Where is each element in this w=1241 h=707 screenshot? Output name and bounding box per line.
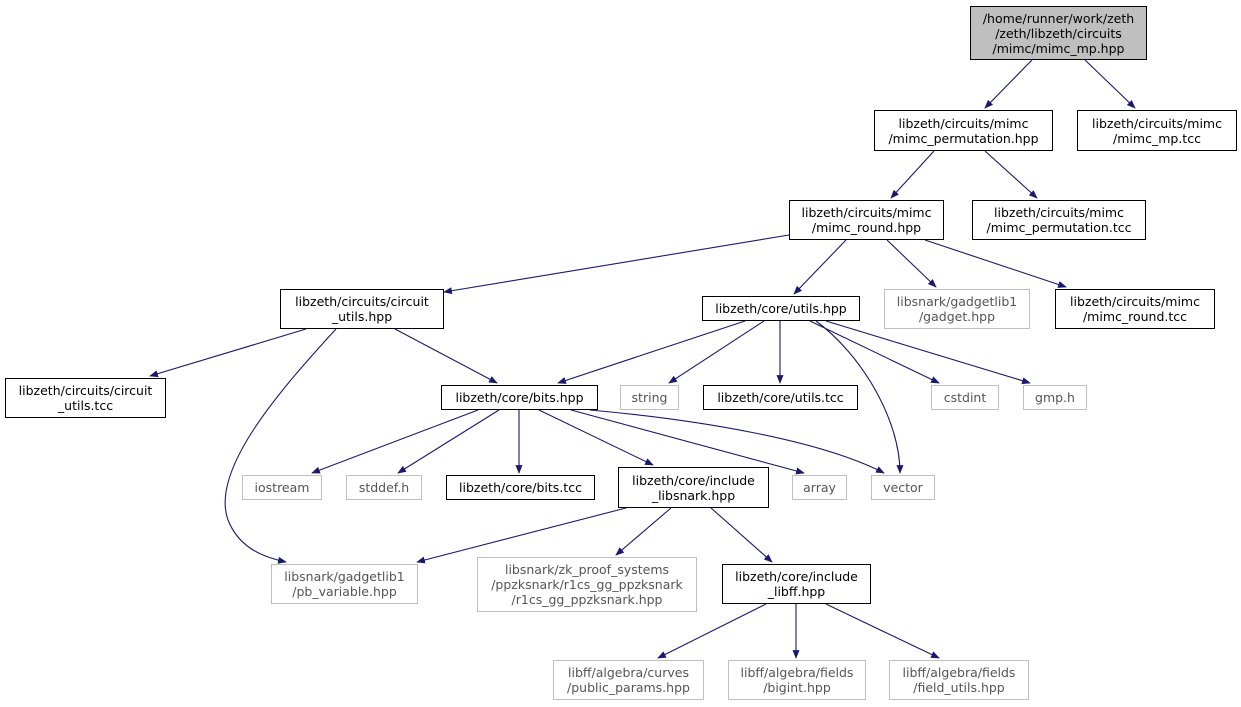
node-label-line: libff/algebra/fields: [902, 665, 1016, 680]
node-label-line: /mimc_round.tcc: [1082, 309, 1188, 324]
node-mimc-mp-hpp[interactable]: /home/runner/work/zeth/zeth/libzeth/circ…: [970, 6, 1147, 60]
node-label-line: libzeth/circuits/circuit: [18, 383, 153, 398]
node-circuit-utils-hpp[interactable]: libzeth/circuits/circuit_utils.hpp: [280, 289, 444, 329]
node-include-libsnark-hpp[interactable]: libzeth/core/include_libsnark.hpp: [618, 467, 769, 508]
node-public-params-hpp: libff/algebra/curves/public_params.hpp: [553, 660, 704, 700]
node-iostream: iostream: [242, 475, 322, 500]
node-label-line: /mimc_permutation.hpp: [888, 130, 1039, 146]
node-label-line: libzeth/core/include: [735, 569, 858, 584]
node-cstdint: cstdint: [931, 385, 999, 410]
node-gadget-hpp: libsnark/gadgetlib1/gadget.hpp: [884, 289, 1030, 329]
node-label-line: _utils.tcc: [57, 398, 114, 413]
node-mimc-permutation-hpp[interactable]: libzeth/circuits/mimc/mimc_permutation.h…: [874, 110, 1053, 151]
edge-circuit-utils-hpp-to-bits-hpp: [394, 328, 498, 384]
node-label-line: libff/algebra/curves: [568, 665, 689, 680]
node-label-line: libzeth/core/utils.tcc: [717, 390, 844, 405]
node-core-utils-hpp[interactable]: libzeth/core/utils.hpp: [702, 296, 860, 321]
node-circuit-utils-tcc[interactable]: libzeth/circuits/circuit_utils.tcc: [5, 378, 166, 418]
node-r1cs-gg-ppzksnark-hpp: libsnark/zk_proof_systems/ppzksnark/r1cs…: [477, 557, 697, 612]
node-label-line: string: [631, 390, 668, 405]
edge-include-libsnark-hpp-to-r1cs-gg-ppzksnark-hpp: [615, 507, 672, 556]
node-label-line: /ppzksnark/r1cs_gg_ppzksnark: [491, 577, 683, 592]
node-label-line: libzeth/circuits/mimc: [1070, 294, 1200, 309]
node-vector: vector: [871, 475, 935, 500]
node-label-line: libzeth/circuits/mimc: [994, 205, 1124, 220]
edge-core-utils-hpp-to-string: [668, 320, 765, 384]
node-label-line: /pb_variable.hpp: [292, 584, 397, 599]
node-label-line: libzeth/core/include: [632, 472, 755, 488]
edge-core-utils-hpp-to-bits-hpp: [557, 320, 746, 384]
node-label-line: _libsnark.hpp: [651, 487, 736, 503]
node-label-line: cstdint: [943, 390, 987, 405]
edge-include-libff-hpp-to-public-params-hpp: [657, 603, 767, 659]
node-string: string: [620, 385, 679, 410]
edge-bits-hpp-to-iostream: [311, 409, 479, 474]
node-label-line: /mimc_mp.tcc: [1113, 130, 1201, 146]
node-label-line: /zeth/libzeth/circuits: [995, 25, 1122, 41]
node-label-line: iostream: [254, 480, 310, 495]
node-label-line: libzeth/core/utils.hpp: [715, 301, 847, 316]
edge-circuit-utils-hpp-to-circuit-utils-tcc: [149, 328, 307, 378]
edge-mimc-mp-hpp-to-mimc-mp-tcc: [1084, 59, 1136, 109]
edge-include-libsnark-hpp-to-include-libff-hpp: [710, 507, 773, 563]
node-label-line: libzeth/circuits/mimc: [1092, 115, 1222, 131]
node-label-line: /gadget.hpp: [918, 309, 996, 324]
node-label-line: _libff.hpp: [767, 584, 826, 599]
node-field-utils-hpp: libff/algebra/fields/field_utils.hpp: [889, 660, 1029, 700]
edge-mimc-round-hpp-to-core-utils-hpp: [793, 239, 847, 295]
node-mimc-round-tcc[interactable]: libzeth/circuits/mimc/mimc_round.tcc: [1055, 289, 1215, 329]
node-label-line: /bigint.hpp: [763, 680, 831, 695]
edge-core-utils-hpp-to-cstdint: [809, 320, 940, 384]
node-label-line: libsnark/zk_proof_systems: [504, 562, 670, 577]
edge-mimc-permutation-hpp-to-mimc-round-hpp: [890, 150, 935, 199]
node-pb-variable-hpp: libsnark/gadgetlib1/pb_variable.hpp: [271, 564, 418, 604]
node-label-line: libff/algebra/fields: [740, 665, 854, 680]
node-stddef-h: stddef.h: [346, 475, 422, 500]
node-array: array: [792, 475, 847, 500]
node-label-line: libzeth/circuits/mimc: [898, 115, 1029, 131]
node-core-utils-tcc[interactable]: libzeth/core/utils.tcc: [703, 385, 858, 410]
edge-bits-hpp-to-include-libsnark-hpp: [538, 409, 654, 466]
edge-mimc-round-hpp-to-mimc-round-tcc: [924, 239, 1067, 288]
node-label-line: libzeth/circuits/mimc: [801, 205, 932, 220]
edge-include-libsnark-hpp-to-pb-variable-hpp: [416, 507, 627, 564]
edge-mimc-round-hpp-to-gadget-hpp: [886, 239, 937, 288]
node-label-line: /public_params.hpp: [567, 680, 690, 695]
node-label-line: gmp.h: [1035, 390, 1075, 405]
node-label-line: libsnark/gadgetlib1: [896, 294, 1018, 309]
edge-core-utils-hpp-to-vector: [815, 320, 904, 474]
edge-mimc-round-hpp-to-circuit-utils-hpp: [443, 234, 790, 295]
node-label-line: /field_utils.hpp: [913, 680, 1005, 695]
edge-bits-hpp-to-array: [570, 409, 805, 475]
node-mimc-round-hpp[interactable]: libzeth/circuits/mimc/mimc_round.hpp: [789, 200, 944, 240]
node-label-line: _utils.hpp: [331, 309, 393, 324]
node-label-line: stddef.h: [358, 480, 410, 495]
edge-include-libff-hpp-to-field-utils-hpp: [825, 603, 940, 659]
node-bigint-hpp: libff/algebra/fields/bigint.hpp: [728, 660, 866, 700]
node-label-line: libzeth/core/bits.tcc: [459, 480, 582, 495]
node-label-line: libzeth/circuits/circuit: [295, 294, 429, 309]
edge-mimc-mp-hpp-to-mimc-permutation-hpp: [984, 59, 1033, 109]
edge-circuit-utils-hpp-to-pb-variable-hpp: [224, 328, 337, 564]
node-label-line: vector: [883, 480, 923, 495]
node-label-line: /mimc_round.hpp: [811, 220, 922, 235]
edge-mimc-permutation-hpp-to-mimc-permutation-tcc: [984, 150, 1038, 199]
node-include-libff-hpp[interactable]: libzeth/core/include_libff.hpp: [722, 564, 871, 604]
node-label-line: /mimc/mimc_mp.hpp: [992, 40, 1125, 56]
node-label-line: libsnark/gadgetlib1: [284, 569, 405, 584]
node-bits-hpp[interactable]: libzeth/core/bits.hpp: [441, 385, 598, 410]
node-mimc-permutation-tcc[interactable]: libzeth/circuits/mimc/mimc_permutation.t…: [972, 200, 1146, 240]
node-gmp-h: gmp.h: [1023, 385, 1087, 410]
edge-bits-hpp-to-stddef-h: [397, 409, 500, 474]
node-label-line: /r1cs_gg_ppzksnark.hpp: [511, 592, 663, 607]
node-mimc-mp-tcc[interactable]: libzeth/circuits/mimc/mimc_mp.tcc: [1077, 110, 1237, 151]
node-label-line: /mimc_permutation.tcc: [986, 220, 1132, 235]
node-label-line: libzeth/core/bits.hpp: [455, 390, 584, 405]
node-bits-tcc[interactable]: libzeth/core/bits.tcc: [446, 475, 595, 500]
edge-bits-hpp-to-vector: [589, 409, 885, 474]
node-label-line: array: [803, 480, 836, 495]
edge-core-utils-hpp-to-gmp-h: [825, 320, 1031, 385]
node-label-line: /home/runner/work/zeth: [982, 10, 1135, 26]
